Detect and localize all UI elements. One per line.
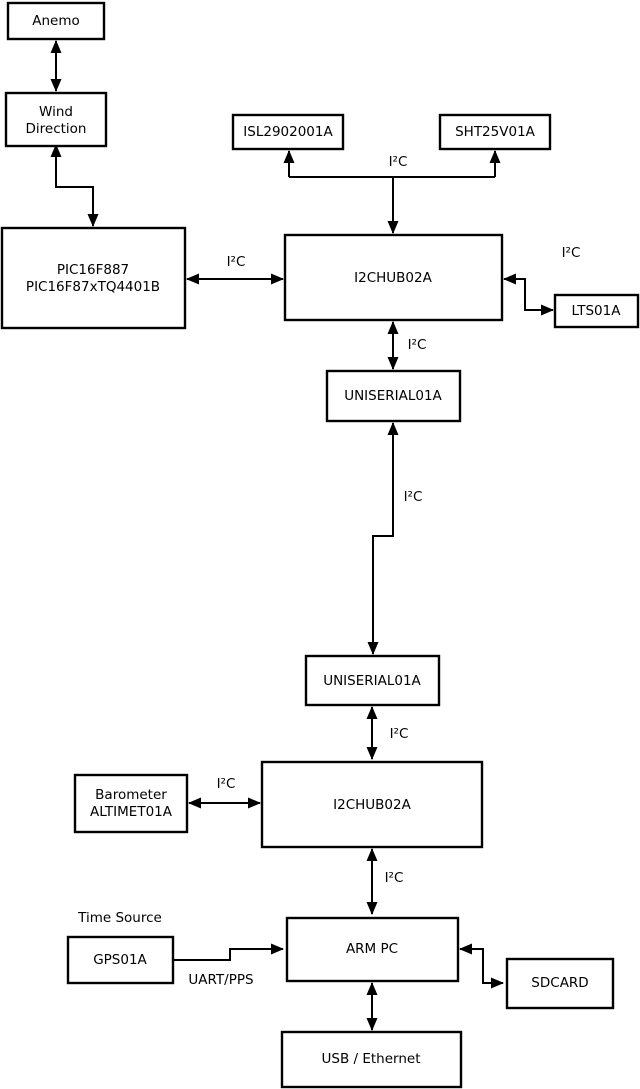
node-sht25v01a-label: SHT25V01A bbox=[455, 124, 536, 140]
edge-gps-armpc bbox=[173, 943, 284, 961]
edge-armpc-sdcard bbox=[459, 943, 504, 989]
node-wind-direction-label-line2: Direction bbox=[26, 121, 87, 137]
node-anemo-label: Anemo bbox=[32, 13, 80, 29]
node-i2chub02a-bottom: I2CHUB02A bbox=[260, 760, 484, 849]
node-i2chub02a-bottom-label: I2CHUB02A bbox=[333, 797, 411, 813]
node-i2chub02a-bottom-box bbox=[260, 760, 484, 849]
node-sdcard: SDCARD bbox=[505, 957, 615, 1010]
node-sdcard-label: SDCARD bbox=[531, 975, 588, 991]
node-arm-pc-label: ARM PC bbox=[346, 941, 398, 957]
node-usb-ethernet-box bbox=[280, 1030, 463, 1089]
node-pic16f887-label-line1: PIC16F887 bbox=[57, 262, 129, 278]
node-barometer-label-line1: Barometer bbox=[95, 787, 167, 803]
node-anemo-box bbox=[6, 1, 106, 41]
node-uniserial01a-top-box bbox=[325, 369, 462, 423]
node-barometer-altimet01a-box bbox=[73, 773, 189, 834]
label-i2c-pic-hub1: I²C bbox=[227, 254, 246, 270]
label-i2c-hub2-armpc: I²C bbox=[385, 870, 404, 886]
label-i2c-hub1-lts: I²C bbox=[562, 245, 581, 261]
node-uniserial01a-bottom: UNISERIAL01A bbox=[304, 654, 441, 707]
node-uniserial01a-top: UNISERIAL01A bbox=[325, 369, 462, 423]
node-i2chub02a-top-label: I2CHUB02A bbox=[354, 270, 432, 286]
edge-uni1-uni2 bbox=[367, 422, 399, 655]
node-wind-direction: Wind Direction bbox=[4, 91, 108, 148]
node-sht25v01a-box bbox=[438, 113, 552, 151]
node-uniserial01a-bottom-box bbox=[304, 654, 441, 707]
edge-wind-pic bbox=[50, 144, 99, 227]
label-i2c-uni2-hub2: I²C bbox=[390, 726, 409, 742]
node-uniserial01a-top-label: UNISERIAL01A bbox=[344, 388, 442, 404]
node-isl2902001a: ISL2902001A bbox=[231, 113, 345, 151]
node-lts01a-box bbox=[553, 293, 640, 329]
node-isl2902001a-box bbox=[231, 113, 345, 151]
node-i2chub02a-top-box bbox=[283, 233, 504, 322]
node-lts01a: LTS01A bbox=[553, 293, 640, 329]
node-wind-direction-box bbox=[4, 91, 108, 148]
label-i2c-uni1-uni2: I²C bbox=[404, 489, 423, 505]
label-time-source: Time Source bbox=[77, 910, 162, 926]
edge-hub1-lts bbox=[503, 273, 554, 316]
node-gps01a-label: GPS01A bbox=[93, 952, 147, 968]
label-uart-pps: UART/PPS bbox=[188, 972, 253, 988]
node-gps01a-box bbox=[66, 935, 175, 985]
node-anemo: Anemo bbox=[6, 1, 106, 41]
node-usb-ethernet-label: USB / Ethernet bbox=[322, 1051, 421, 1067]
node-barometer-altimet01a: Barometer ALTIMET01A bbox=[73, 773, 189, 834]
node-pic16f887-label-line2: PIC16F87xTQ4401B bbox=[26, 279, 160, 295]
label-i2c-hub1-uni1: I²C bbox=[408, 337, 427, 353]
node-uniserial01a-bottom-label: UNISERIAL01A bbox=[323, 673, 421, 689]
node-pic16f887: PIC16F887 PIC16F87xTQ4401B bbox=[0, 226, 187, 330]
node-wind-direction-label-line1: Wind bbox=[39, 104, 73, 120]
node-usb-ethernet: USB / Ethernet bbox=[280, 1030, 463, 1089]
node-pic16f887-box bbox=[0, 226, 187, 330]
node-i2chub02a-top: I2CHUB02A bbox=[283, 233, 504, 322]
node-isl2902001a-label: ISL2902001A bbox=[243, 124, 333, 140]
node-arm-pc: ARM PC bbox=[285, 916, 460, 983]
node-gps01a: GPS01A bbox=[66, 935, 175, 985]
node-lts01a-label: LTS01A bbox=[572, 303, 622, 319]
label-i2c-baro-hub2: I²C bbox=[217, 776, 236, 792]
node-barometer-label-line2: ALTIMET01A bbox=[90, 804, 173, 820]
label-i2c-top-sensors: I²C bbox=[389, 154, 408, 170]
node-arm-pc-box bbox=[285, 916, 460, 983]
node-sht25v01a: SHT25V01A bbox=[438, 113, 552, 151]
node-sdcard-box bbox=[505, 957, 615, 1010]
